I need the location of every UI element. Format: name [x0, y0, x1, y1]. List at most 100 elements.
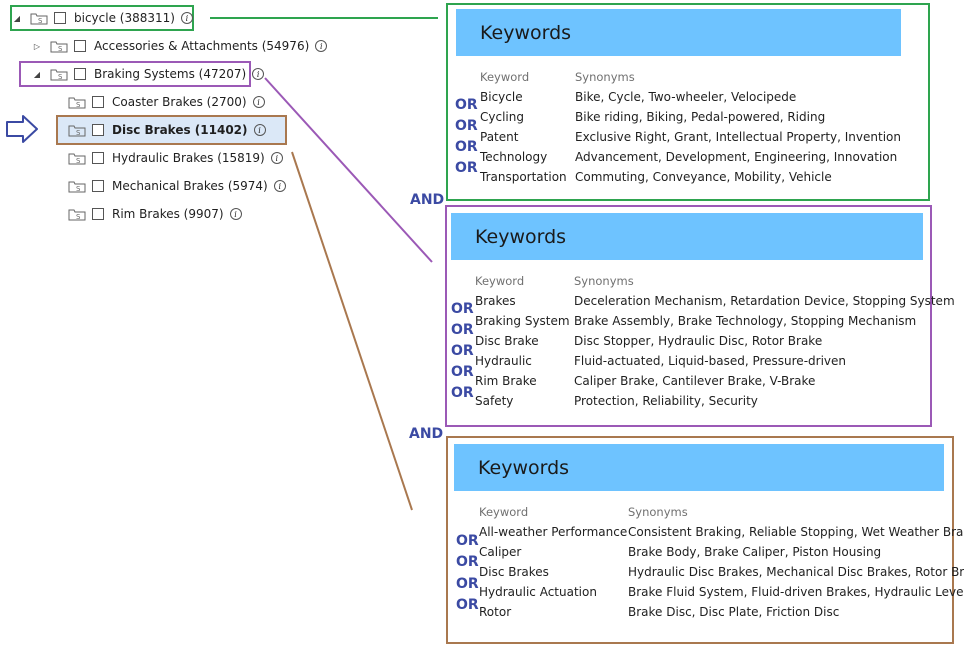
or-operator: OR — [451, 301, 474, 317]
tree-label: Mechanical Brakes (5974) — [112, 179, 268, 193]
svg-text:S: S — [58, 45, 63, 53]
and-operator: AND — [410, 192, 445, 208]
synonyms-cell: Bike riding, Biking, Pedal-powered, Ridi… — [575, 110, 826, 124]
tree-checkbox[interactable] — [92, 208, 104, 220]
folder-icon: S — [68, 96, 86, 109]
info-icon[interactable]: i — [180, 12, 193, 24]
or-operator: OR — [451, 385, 474, 401]
tree-checkbox[interactable] — [74, 40, 86, 52]
info-icon[interactable]: i — [252, 68, 265, 80]
expand-right-icon[interactable]: ▷ — [33, 41, 41, 51]
keyword-cell: Patent — [480, 130, 519, 144]
keyword-cell: Transportation — [480, 170, 567, 184]
keyword-cell: Bicycle — [480, 90, 523, 104]
brown-outline — [56, 115, 287, 145]
info-icon[interactable]: i — [273, 180, 286, 192]
synonyms-cell: Hydraulic Disc Brakes, Mechanical Disc B… — [628, 565, 964, 579]
col-keyword: Keyword — [475, 274, 525, 288]
info-icon[interactable]: i — [229, 208, 242, 220]
tree-row-coaster-brakes[interactable]: S Coaster Brakes (2700) i — [68, 91, 265, 113]
synonyms-cell: Bike, Cycle, Two-wheeler, Velocipede — [575, 90, 797, 104]
synonyms-cell: Brake Body, Brake Caliper, Piston Housin… — [628, 545, 882, 559]
tree-checkbox[interactable] — [74, 68, 86, 80]
or-operator: OR — [455, 97, 478, 113]
keyword-cell: Cycling — [480, 110, 524, 124]
or-operator: OR — [451, 322, 474, 338]
or-operator: OR — [451, 364, 474, 380]
keywords-panel-2: Keywords Keyword Synonyms Brakes Deceler… — [445, 205, 955, 427]
panel-header: Keywords — [451, 213, 923, 260]
keywords-panel-1: Keywords Keyword Synonyms Bicycle Bike, … — [446, 3, 930, 201]
info-icon[interactable]: i — [315, 40, 328, 52]
tree-row-mechanical-brakes[interactable]: S Mechanical Brakes (5974) i — [68, 175, 286, 197]
purple-connector — [264, 77, 433, 263]
svg-text:S: S — [58, 73, 63, 81]
synonyms-cell: Brake Assembly, Brake Technology, Stoppi… — [574, 314, 917, 328]
col-synonyms: Synonyms — [575, 70, 635, 84]
or-operator: OR — [455, 160, 478, 176]
tree-label: bicycle (388311) — [74, 11, 175, 25]
tree-label: Rim Brakes (9907) — [112, 207, 224, 221]
tree-row-disc-brakes[interactable]: S Disc Brakes (11402) i — [68, 119, 266, 141]
synonyms-cell: Brake Fluid System, Fluid-driven Brakes,… — [628, 585, 964, 599]
tree-row-hydraulic-brakes[interactable]: S Hydraulic Brakes (15819) i — [68, 147, 283, 169]
green-outline — [10, 5, 194, 31]
tree-checkbox[interactable] — [54, 12, 66, 24]
folder-icon: S — [68, 208, 86, 221]
info-icon[interactable]: i — [270, 152, 283, 164]
synonyms-cell: Consistent Braking, Reliable Stopping, W… — [628, 525, 964, 539]
synonyms-cell: Brake Disc, Disc Plate, Friction Disc — [628, 605, 840, 619]
keyword-cell: Hydraulic — [475, 354, 532, 368]
or-operator: OR — [456, 576, 479, 592]
keyword-cell: Rotor — [479, 605, 512, 619]
synonyms-cell: Fluid-actuated, Liquid-based, Pressure-d… — [574, 354, 846, 368]
svg-text:S: S — [76, 101, 81, 109]
right-arrow-icon — [6, 115, 38, 143]
brown-connector — [291, 151, 413, 511]
expand-down-icon[interactable]: ◢ — [33, 69, 41, 79]
svg-text:S: S — [38, 17, 43, 25]
tree-checkbox[interactable] — [92, 124, 104, 136]
keywords-panel-3: Keywords Keyword Synonyms All-weather Pe… — [446, 436, 964, 644]
tree-label: Disc Brakes (11402) — [112, 123, 248, 137]
tree-row-bicycle[interactable]: ◢ S bicycle (388311) i — [12, 7, 193, 29]
tree-checkbox[interactable] — [92, 180, 104, 192]
or-operator: OR — [456, 554, 479, 570]
tree-row-braking-systems[interactable]: ◢ S Braking Systems (47207) i — [32, 63, 265, 85]
keyword-cell: Braking System — [475, 314, 570, 328]
tree-label: Hydraulic Brakes (15819) — [112, 151, 265, 165]
col-keyword: Keyword — [480, 70, 530, 84]
folder-icon: S — [30, 12, 48, 25]
synonyms-cell: Protection, Reliability, Security — [574, 394, 758, 408]
tree-checkbox[interactable] — [92, 152, 104, 164]
info-icon[interactable]: i — [252, 96, 265, 108]
tree-row-rim-brakes[interactable]: S Rim Brakes (9907) i — [68, 203, 242, 225]
synonyms-cell: Disc Stopper, Hydraulic Disc, Rotor Brak… — [574, 334, 823, 348]
panel-title: Keywords — [480, 22, 572, 44]
or-operator: OR — [451, 343, 474, 359]
synonyms-cell: Deceleration Mechanism, Retardation Devi… — [574, 294, 955, 308]
keyword-cell: Brakes — [475, 294, 516, 308]
synonyms-cell: Exclusive Right, Grant, Intellectual Pro… — [575, 130, 901, 144]
panel-header: Keywords — [454, 444, 944, 491]
or-operator: OR — [456, 597, 479, 613]
info-icon[interactable]: i — [253, 124, 266, 136]
or-operator: OR — [455, 118, 478, 134]
panel-header: Keywords — [456, 9, 901, 56]
keyword-cell: All-weather Performance — [479, 525, 628, 539]
panel-title: Keywords — [475, 226, 567, 248]
synonyms-cell: Caliper Brake, Cantilever Brake, V-Brake — [574, 374, 816, 388]
synonyms-cell: Advancement, Development, Engineering, I… — [575, 150, 898, 164]
keyword-cell: Disc Brake — [475, 334, 539, 348]
svg-text:S: S — [76, 213, 81, 221]
synonyms-cell: Commuting, Conveyance, Mobility, Vehicle — [575, 170, 832, 184]
or-operator: OR — [456, 533, 479, 549]
expand-down-icon[interactable]: ◢ — [13, 13, 21, 23]
tree-checkbox[interactable] — [92, 96, 104, 108]
tree-label: Coaster Brakes (2700) — [112, 95, 247, 109]
col-keyword: Keyword — [479, 505, 529, 519]
folder-icon: S — [68, 152, 86, 165]
tree-row-accessories[interactable]: ▷ S Accessories & Attachments (54976) i — [32, 35, 328, 57]
col-synonyms: Synonyms — [628, 505, 688, 519]
